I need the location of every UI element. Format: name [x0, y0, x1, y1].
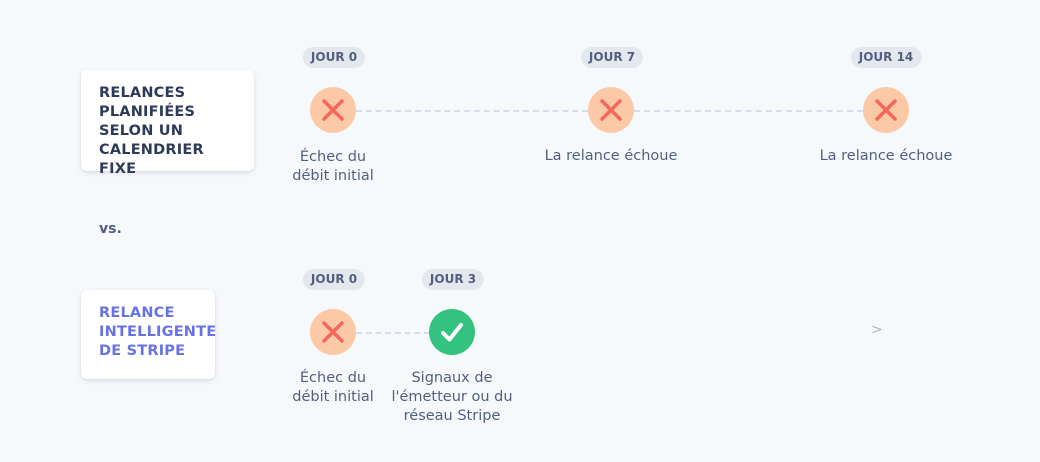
check-icon: [441, 323, 463, 342]
day-badge: JOUR 0: [302, 47, 366, 68]
smart-title-line: DE STRIPE: [99, 343, 186, 359]
step-label: Échec du débit initial: [292, 149, 374, 184]
fixed-schedule-card: RELANCES PLANIFIÉES SELON UN CALENDRIER …: [81, 70, 254, 177]
day-badge: JOUR 0: [302, 269, 366, 290]
day-badge: JOUR 14: [850, 47, 922, 68]
fail-status-circle: [310, 87, 356, 133]
smart-title-line: INTELLIGENTE: [99, 324, 217, 340]
timeline-connector: [634, 110, 863, 112]
step-label: La relance échoue: [819, 148, 953, 164]
fixed-title-line: PLANIFIÉES: [99, 104, 196, 120]
fail-status-circle: [863, 87, 909, 133]
step-label: Signaux de l'émetteur ou du réseau Strip…: [391, 370, 513, 424]
fail-status-circle: [588, 87, 634, 133]
x-icon: [875, 99, 897, 121]
timeline-connector: [356, 110, 588, 112]
smart-retry-card: RELANCE INTELLIGENTE DE STRIPE: [81, 290, 217, 379]
vs-label: vs.: [99, 221, 122, 237]
step-label: Échec du débit initial: [292, 370, 374, 405]
x-icon: [322, 321, 344, 343]
x-icon: [600, 99, 622, 121]
timeline-connector: [356, 332, 430, 334]
chevron-right-icon: >: [871, 322, 883, 338]
step-label: La relance échoue: [544, 148, 678, 164]
fail-status-circle: [310, 309, 356, 355]
fixed-title-line: CALENDRIER FIXE: [99, 142, 204, 177]
smart-title-line: RELANCE: [99, 305, 175, 321]
fixed-title-line: SELON UN: [99, 123, 184, 139]
day-badge: JOUR 7: [580, 47, 644, 68]
fixed-title-line: RELANCES: [99, 85, 186, 101]
x-icon: [322, 99, 344, 121]
day-badge: JOUR 3: [421, 269, 485, 290]
success-status-circle: [429, 309, 475, 355]
